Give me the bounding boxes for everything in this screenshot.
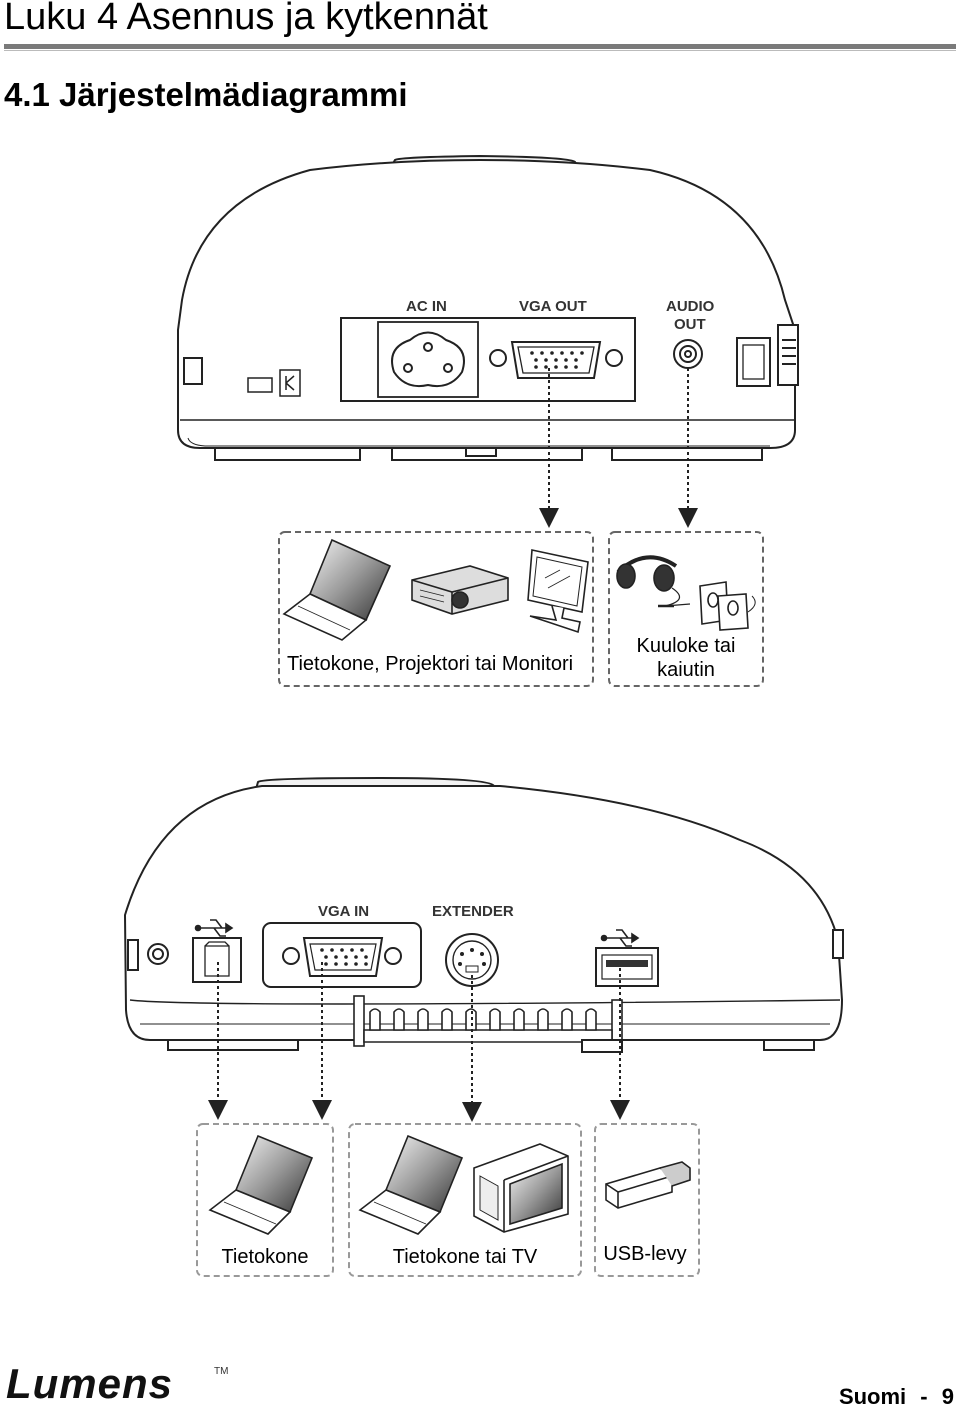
audio-devices-box [608, 531, 764, 687]
laptop-icon-2 [208, 1134, 314, 1235]
computer-box [196, 1123, 334, 1277]
vga-in-label: VGA IN [318, 903, 369, 920]
laptop-icon [282, 538, 392, 641]
footer-language: Suomi [838, 1384, 907, 1409]
crt-monitor-icon [473, 1143, 569, 1233]
lumens-logo: Lumens [6, 1360, 174, 1407]
audio-caption-2: kaiutin [657, 659, 715, 681]
projector-icon [411, 565, 509, 615]
trademark: TM [214, 1366, 229, 1377]
usb-icon-2 [600, 929, 640, 947]
usb-drive-icon [605, 1161, 691, 1209]
display-devices-caption: Tietokone, Projektori tai Monitori [287, 653, 574, 675]
computer-tv-box [348, 1123, 582, 1277]
usb-drive-box [594, 1123, 700, 1277]
usb-drive-caption: USB-levy [603, 1243, 687, 1265]
audio-caption-1: Kuuloke tai [636, 635, 736, 657]
bottom-device [123, 776, 844, 1053]
laptop-icon-3 [358, 1134, 464, 1235]
monitor-icon [527, 549, 589, 634]
footer-page: 9 [941, 1384, 954, 1409]
speakers-icon [699, 581, 756, 631]
page-number: Suomi - 9 [839, 1384, 954, 1410]
audio-out-label-1: AUDIO [666, 298, 715, 315]
section-title: 4.1 Järjestelmädiagrammi [4, 76, 408, 113]
chapter-title: Luku 4 Asennus ja kytkennät [4, 0, 488, 38]
headphones-icon [616, 555, 691, 608]
audio-out-label-2: OUT [674, 316, 706, 333]
bottom-arrows [208, 962, 630, 1122]
title-rule-thin [4, 50, 956, 51]
extender-label: EXTENDER [432, 903, 514, 920]
vga-out-label: VGA OUT [519, 298, 587, 315]
display-devices-box [278, 531, 594, 687]
top-arrows [539, 368, 698, 528]
computer-tv-caption: Tietokone tai TV [392, 1246, 538, 1268]
footer-separator: - [920, 1384, 928, 1409]
usb-icon [194, 919, 234, 937]
computer-caption: Tietokone [221, 1246, 309, 1268]
kensington-lock-icon [279, 369, 301, 397]
ac-in-label: AC IN [406, 298, 447, 315]
title-rule [4, 44, 956, 49]
